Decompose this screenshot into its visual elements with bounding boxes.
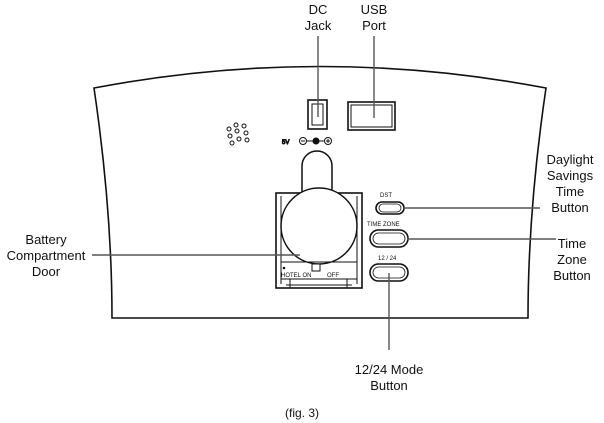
hotel-switch [311, 263, 321, 272]
dst-line-1: Daylight [546, 152, 594, 167]
usb-port-line-1: USB [360, 2, 388, 17]
mode-line-2: Button [370, 378, 408, 393]
mode-line-1: 12/24 Mode [354, 362, 424, 377]
dst-line-3: Time [555, 184, 585, 199]
hotel-on-label: HOTEL ON [281, 273, 311, 279]
leader-lines [92, 36, 556, 350]
battery-compartment-door: HOTEL ON OFF [275, 150, 363, 289]
usb-port [347, 101, 396, 131]
dst-line-2: Savings [546, 168, 594, 183]
battery-cell [280, 187, 358, 265]
off-label: OFF [327, 273, 339, 279]
figure-caption: (fig. 3) [284, 406, 319, 420]
dst-callout: Daylight Savings Time Button [536, 152, 604, 216]
battery-door-line-2: Compartment [6, 248, 86, 263]
polarity-icon: 5V [282, 137, 332, 147]
usb-port-callout: USB Port [350, 2, 398, 34]
voltage-label: 5V [282, 140, 289, 146]
time-zone-line-3: Button [553, 268, 591, 283]
dst-label: DST [380, 193, 392, 199]
dc-jack-line-1: DC [308, 2, 328, 17]
dst-button: DST [375, 193, 405, 215]
time-zone-label: TIME ZONE [367, 222, 400, 228]
battery-door-line-1: Battery [25, 232, 67, 247]
dc-jack-callout: DC Jack [294, 2, 342, 34]
time-zone-callout: Time Zone Button [542, 236, 602, 284]
mode-callout: 12/24 Mode Button [344, 362, 434, 394]
usb-port-line-2: Port [362, 18, 386, 33]
battery-door-callout: Battery Compartment Door [0, 232, 92, 280]
time-zone-line-2: Zone [557, 252, 587, 267]
dc-jack-line-2: Jack [304, 18, 332, 33]
mode-label: 12 / 24 [378, 256, 397, 262]
time-zone-line-1: Time [557, 236, 587, 251]
battery-door-line-3: Door [31, 264, 61, 279]
speaker-grille [226, 122, 250, 146]
dst-line-4: Button [551, 200, 589, 215]
